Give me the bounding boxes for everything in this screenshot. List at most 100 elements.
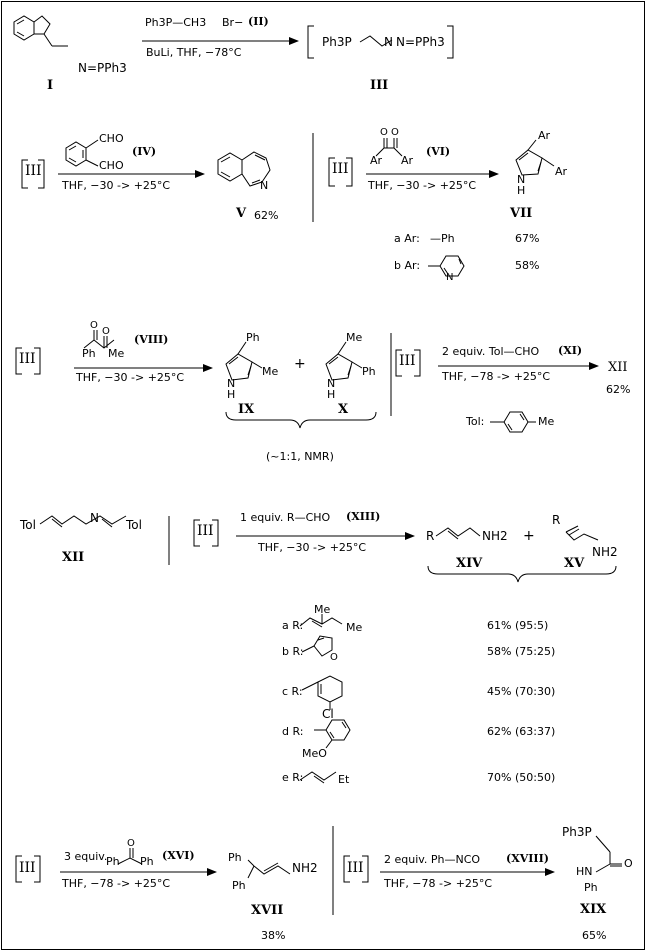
- substituent-b-furyl-structure: [301, 635, 333, 657]
- group-N-PPh3: N=PPh3: [78, 61, 127, 75]
- benzophenone-ph2: Ph: [140, 855, 154, 868]
- dione-ph: Ph: [82, 347, 96, 360]
- reagent-r-cho: 1 equiv. R—CHO: [240, 511, 331, 524]
- pyrrole-IX-N: N: [227, 377, 236, 390]
- XV-R: R: [552, 513, 561, 527]
- plus-row4: +: [523, 528, 535, 544]
- start-III-row4: III: [197, 523, 214, 539]
- variant-XIV-d-key: d R:: [282, 725, 304, 738]
- brace-XIV-XV: [427, 565, 617, 583]
- reagent-label-IV: (IV): [132, 145, 157, 158]
- diketone-ar-right: Ar: [401, 154, 414, 167]
- phthalaldehyde-structure: [65, 139, 99, 167]
- conditions-row3b: THF, −78 -> +25°C: [442, 370, 551, 383]
- ratio-IX-X: (~1:1, NMR): [266, 450, 334, 463]
- variant-a-me1: Me: [314, 603, 331, 616]
- benzotriazole-structure: [13, 15, 68, 47]
- diketone-O2: O: [391, 127, 399, 138]
- variant-XIV-e-key: e R:: [282, 771, 304, 784]
- compound-label-XVII: XVII: [251, 903, 284, 918]
- conditions-row2b: THF, −30 -> +25°C: [368, 179, 477, 192]
- brace-IX-X: [225, 411, 377, 429]
- reagent-tol-cho: 2 equiv. Tol—CHO: [442, 345, 540, 358]
- reagent-3equiv: 3 equiv.: [64, 850, 108, 863]
- bracket-left: [307, 25, 314, 59]
- reagent-cation: Ph3P—CH3: [145, 16, 207, 29]
- compound-label-V: V: [236, 206, 247, 221]
- compound-label-III: III: [370, 78, 389, 93]
- phenylpropanedione-structure: [83, 330, 115, 349]
- start-III-row3b: III: [399, 353, 416, 369]
- start-III-row2b: III: [332, 161, 349, 177]
- pyrrole-VII-H: H: [517, 184, 526, 197]
- pyrrole-VII-ar2: Ar: [555, 165, 568, 178]
- substituent-c-Cl: Cl: [322, 707, 334, 721]
- pyrrole-X-H: H: [327, 388, 336, 401]
- substituent-d-structure: [314, 719, 351, 749]
- dione-O2: O: [102, 326, 110, 337]
- diene-XII-structure: [39, 515, 127, 528]
- start-III-row2a: III: [25, 163, 42, 179]
- pyrrole-VII-structure: [515, 139, 555, 176]
- ylide-N: N: [384, 35, 393, 49]
- variant-XIV-a-yield: 61% (95:5): [487, 619, 549, 632]
- diketone-structure: [375, 138, 403, 157]
- amide-XIX-structure: [595, 835, 622, 873]
- compound-label-IX: IX: [238, 402, 255, 417]
- compound-label-XII: XII: [62, 550, 85, 565]
- variant-XIV-c-yield: 45% (70:30): [487, 685, 556, 698]
- XVII-NH2: NH2: [292, 861, 318, 875]
- variant-b-key: b Ar:: [394, 259, 421, 272]
- variant-XIV-b-key: b R:: [282, 645, 304, 658]
- yield-XIX: 65%: [582, 929, 607, 942]
- diketone-O1: O: [380, 127, 388, 138]
- variant-a-key: a Ar:: [394, 232, 420, 245]
- reagent-anion: Br−: [222, 16, 244, 29]
- start-III-row5b: III: [347, 860, 364, 876]
- variant-XIV-b-yield: 58% (75:25): [487, 645, 556, 658]
- reagent-label-XIII: (XIII): [346, 510, 381, 523]
- pyrrole-VII-ar1: Ar: [538, 129, 551, 142]
- bracket-right: [447, 25, 454, 59]
- pyridyl-structure: [428, 255, 465, 277]
- variant-XIV-e-yield: 70% (50:50): [487, 771, 556, 784]
- XIV-R: R: [426, 529, 435, 543]
- variant-a-group: —Ph: [430, 232, 455, 245]
- variant-a-yield: 67%: [515, 232, 540, 245]
- furyl-O: O: [330, 652, 338, 663]
- tol-key: Tol:: [466, 415, 485, 428]
- conditions-row5a: THF, −78 -> +25°C: [62, 877, 171, 890]
- benzazepine-N: N: [260, 179, 269, 192]
- XV-NH2: NH2: [592, 545, 618, 559]
- substituent-e-structure: [299, 771, 337, 784]
- substituent-c-structure: [301, 675, 343, 710]
- reagent-label-VIII: (VIII): [134, 333, 169, 346]
- benzazepine-structure: [217, 151, 271, 187]
- pyrrole-IX-me: Me: [262, 365, 279, 378]
- tol-me: Me: [538, 415, 555, 428]
- benzophenone-O: O: [127, 838, 135, 849]
- compound-label-XIX: XIX: [580, 902, 607, 917]
- yield-XVII: 38%: [261, 929, 286, 942]
- dione-O1: O: [90, 320, 98, 331]
- XIV-NH2: NH2: [482, 529, 508, 543]
- diene-tol-right: Tol: [126, 518, 142, 532]
- plus-row3a: +: [294, 356, 306, 372]
- benzophenone-ph1: Ph: [106, 855, 120, 868]
- benzophenone-structure: [117, 848, 143, 865]
- pyrrole-IX-H: H: [227, 388, 236, 401]
- XVII-ph1: Ph: [228, 851, 242, 864]
- variant-a-me2: Me: [346, 621, 363, 634]
- reagent-label-XVI: (XVI): [162, 849, 195, 862]
- yield-XII: 62%: [606, 383, 631, 396]
- diene-N: N: [90, 511, 99, 525]
- variant-XIV-a-key: a R:: [282, 619, 304, 632]
- reagent-ph-nco: 2 equiv. Ph—NCO: [384, 853, 481, 866]
- reagent-label-II: (II): [248, 15, 269, 28]
- allylamine-XVII-structure: [247, 859, 291, 879]
- allylamine-XIV-structure: [435, 527, 481, 540]
- pyrrole-X-structure: [325, 341, 363, 381]
- substituent-e-Et: Et: [338, 773, 350, 786]
- compound-label-X: X: [338, 402, 349, 417]
- reagent-label-VI: (VI): [426, 145, 451, 158]
